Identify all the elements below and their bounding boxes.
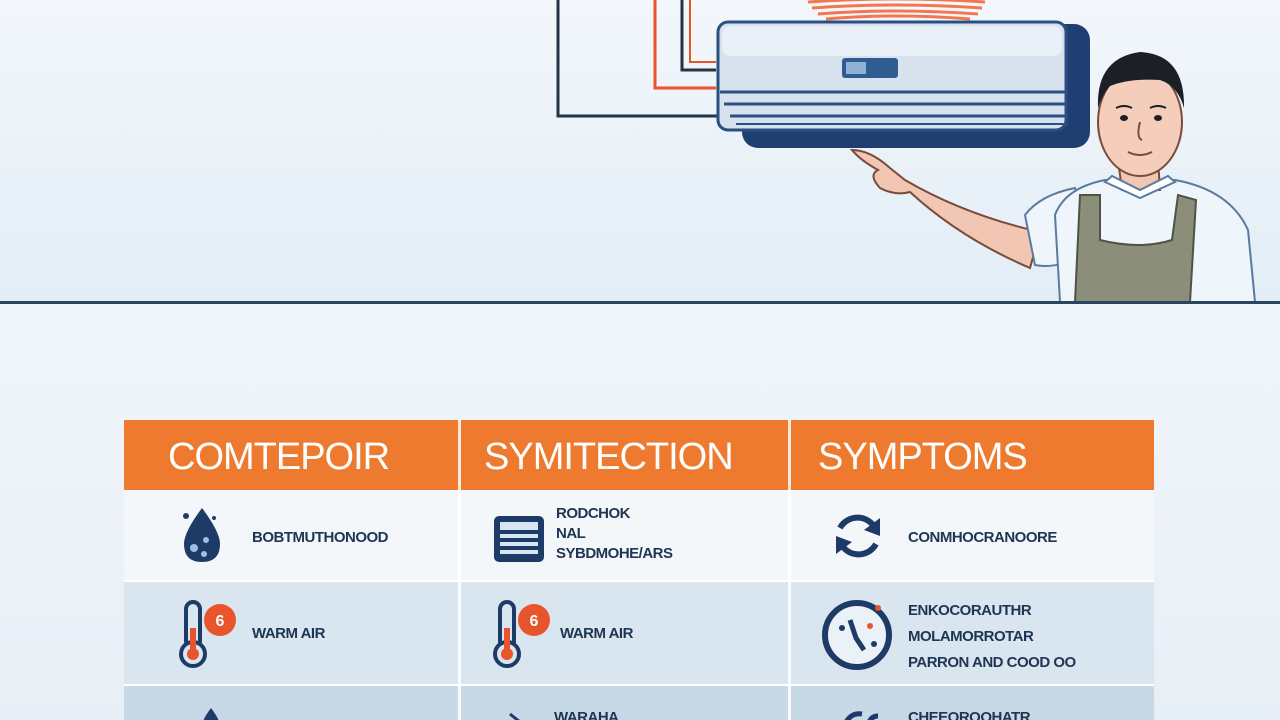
ac-indoor-unit: [716, 20, 1090, 148]
text-line: SYBDMOHE/ARS: [556, 545, 673, 562]
row1-col2-text: RODCHOK NAL SYBDMOHE/ARS: [556, 504, 673, 564]
heat-waves-icon: [807, 0, 986, 21]
table-row: WARAHA CHEEOROOHATR: [124, 684, 1154, 720]
refrigerant-pipes: [556, 0, 720, 118]
text-line: CONMHOCRANOORE: [908, 529, 1057, 546]
table-row: 6 WARM AIR 6 WARM AIR ENKOCORAUTHR MOLAM…: [124, 580, 1154, 686]
technician-figure: [849, 52, 1257, 302]
section-divider: [0, 301, 1280, 304]
text-line: BOBTMUTHONOOD: [252, 529, 389, 546]
thermometer-icon: 6: [179, 600, 236, 668]
text-line: CHEEOROOHATR: [908, 709, 1031, 720]
row2-col3-text: ENKOCORAUTHR MOLAMORROTAR PARRON AND COO…: [908, 598, 1076, 676]
text-line: WARAHA: [554, 709, 619, 720]
column-separator: [788, 420, 791, 720]
clock-icon: [822, 600, 892, 670]
technician-ac-illustration: [556, 0, 1257, 302]
row1-col3-text: CONMHOCRANOORE: [908, 528, 1057, 548]
text-line: WARM AIR: [252, 625, 325, 642]
row2-col2-text: WARM AIR: [560, 624, 633, 644]
thermometer-icon: 6: [493, 600, 550, 668]
text-line: ENKOCORAUTHR: [908, 602, 1032, 619]
svg-text:6: 6: [216, 613, 225, 630]
text-line: MOLAMORROTAR: [908, 628, 1034, 645]
table-header: COMTEPOIR SYMITECTION SYMPTOMS: [124, 420, 1154, 490]
text-line: PARRON AND COOD OO: [908, 654, 1076, 671]
svg-text:6: 6: [530, 613, 539, 630]
hero-illustration: [0, 0, 1280, 302]
text-line: WARM AIR: [560, 625, 633, 642]
table-row: BOBTMUTHONOOD RODCHOK NAL SYBDMOHE/ARS C…: [124, 490, 1154, 580]
header-col-1: COMTEPOIR: [168, 436, 390, 478]
gauge-icon: [844, 711, 879, 720]
row2-col1-text: WARM AIR: [252, 624, 325, 644]
header-col-2: SYMITECTION: [484, 436, 734, 478]
header-col-3: SYMPTOMS: [818, 436, 1028, 478]
arrow-icon: [509, 712, 520, 720]
water-drop-icon: [183, 508, 220, 562]
drop-icon: [203, 708, 219, 720]
diagnosis-table: COMTEPOIR SYMITECTION SYMPTOMS BOBTMUTHO…: [124, 420, 1154, 720]
text-line: RODCHOK: [556, 505, 630, 522]
row1-col1-text: BOBTMUTHONOOD: [252, 528, 389, 548]
column-separator: [458, 420, 461, 720]
ac-unit-icon: [494, 516, 544, 562]
refresh-cycle-icon: [836, 514, 880, 558]
row3-col2-text: WARAHA: [554, 708, 619, 720]
text-line: NAL: [556, 525, 586, 542]
row3-col3-text: CHEEOROOHATR: [908, 708, 1031, 720]
